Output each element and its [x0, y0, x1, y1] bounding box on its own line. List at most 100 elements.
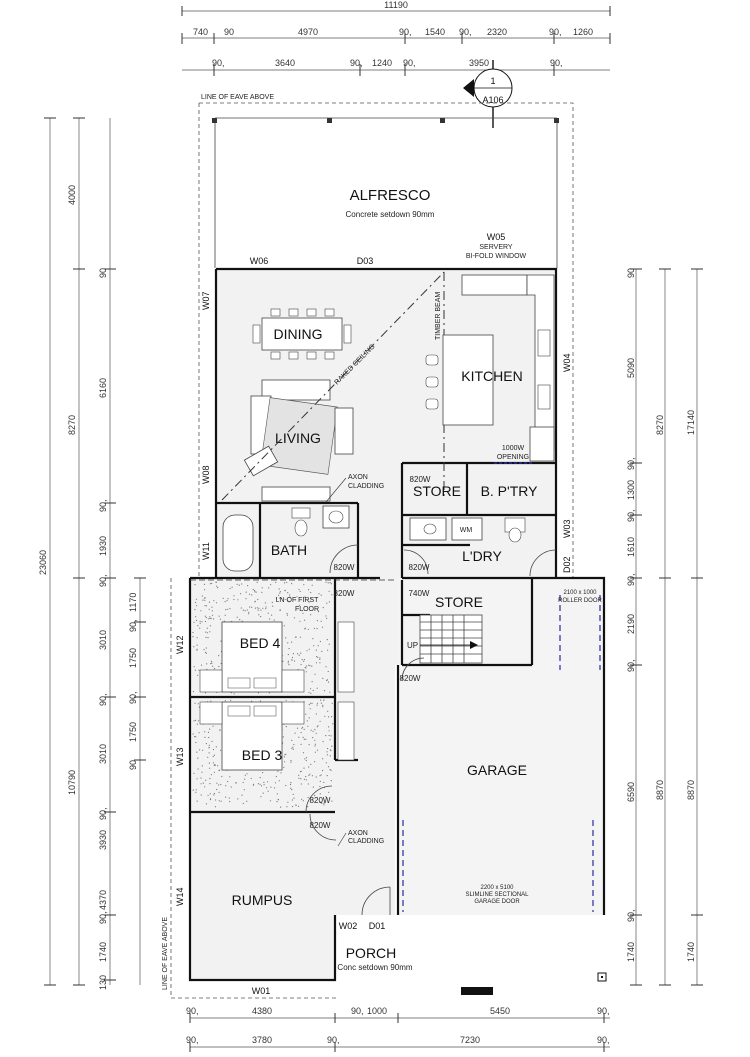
dim-left: 8270	[67, 415, 77, 435]
bifold-window-note: BI-FOLD WINDOW	[466, 253, 527, 260]
dim-right: 1740	[686, 942, 696, 962]
room-label-store-upper: STORE	[413, 483, 461, 499]
dim-top: 1260	[573, 27, 593, 37]
dim-top: 3950	[469, 58, 489, 68]
dim-bottom: 90,	[597, 1035, 610, 1045]
dim-top: 90,	[403, 58, 416, 68]
laundry-fitout	[409, 517, 526, 543]
dim-right: 8870	[655, 780, 665, 800]
dim-top: 90,	[212, 58, 225, 68]
dim-top: 3640	[275, 58, 295, 68]
garage-door-note-2: SLIMLINE SECTIONAL	[465, 892, 529, 898]
section-marker	[463, 60, 513, 128]
dim-right: 90,	[626, 573, 636, 586]
first-floor-note-2: FLOOR	[295, 606, 319, 613]
dim-bottom: 90,	[351, 1006, 364, 1016]
porch-note: Conc setdown 90mm	[337, 963, 412, 972]
opening-note: 1000W	[502, 445, 525, 452]
dim-left: 1750	[128, 648, 138, 668]
living-furniture	[243, 379, 354, 502]
room-label-store-lower: STORE	[435, 594, 483, 610]
dim-right: 1610	[626, 537, 636, 557]
room-label-rumpus: RUMPUS	[232, 892, 293, 908]
dim-bottom: 90,	[186, 1006, 199, 1016]
axon-cladding-note: AXON	[348, 830, 368, 837]
dim-right: 2190	[626, 614, 636, 634]
dim-top: 90,	[459, 27, 472, 37]
dim-right: 90,	[626, 659, 636, 672]
dim-left: 1930	[98, 536, 108, 556]
servery-note: SERVERY	[479, 244, 513, 251]
dim-left: 90,	[98, 693, 108, 706]
bath-fitout	[222, 505, 350, 572]
washing-machine-label: WM	[460, 527, 473, 534]
dim-left: 10790	[67, 770, 77, 795]
dim-left: 90,	[98, 807, 108, 820]
dim-right: 90,	[626, 509, 636, 522]
dim-bottom: 3780	[252, 1035, 272, 1045]
room-label-porch: PORCH	[346, 945, 397, 961]
room-label-dining: DINING	[274, 326, 323, 342]
opening-note-2: OPENING	[497, 454, 529, 461]
door-width: 820W	[310, 796, 331, 805]
kitchen-fitout	[425, 274, 555, 462]
room-label-bed4: BED 4	[240, 635, 281, 651]
roller-door-note: 2100 x 1000	[563, 590, 597, 596]
axon-cladding-note-2: CLADDING	[348, 483, 384, 490]
dim-left: 1750	[128, 722, 138, 742]
dim-overall-width: 11190	[384, 0, 408, 10]
dim-left: 90,	[128, 619, 138, 632]
dim-bottom: 1000	[367, 1006, 387, 1016]
eave-line	[199, 102, 574, 578]
section-marker-sheet: A106	[482, 95, 503, 105]
garage-door-note-3: GARAGE DOOR	[474, 899, 520, 905]
dim-top: 90	[224, 27, 234, 37]
door-width: 820W	[400, 674, 421, 683]
door-width: 820W	[334, 589, 355, 598]
dim-left: 6160	[98, 378, 108, 398]
dim-top: 740	[193, 27, 208, 37]
axon-cladding-note-2: CLADDING	[348, 838, 384, 845]
roller-door-note-2: ROLLER DOOR	[558, 598, 602, 604]
alfresco-note: Concrete setdown 90mm	[346, 210, 435, 219]
timber-beam-note: TIMBER BEAM	[435, 292, 442, 340]
dim-right: 1300	[626, 480, 636, 500]
window-code-w05: W05	[487, 232, 506, 242]
dim-left: 90,	[128, 691, 138, 704]
room-label-garage: GARAGE	[467, 762, 527, 778]
dim-top: 1240	[372, 58, 392, 68]
dim-left: 1170	[128, 593, 138, 612]
dim-left: 4000	[67, 185, 77, 205]
bottom-dimension-lines	[189, 1013, 610, 1052]
window-code-w01: W01	[252, 986, 271, 996]
room-label-living: LIVING	[275, 430, 321, 446]
room-label-alfresco: ALFRESCO	[350, 187, 431, 204]
window-code-w11: W11	[201, 542, 211, 560]
axon-cladding-note: AXON	[348, 474, 368, 481]
dim-bottom: 4380	[252, 1006, 272, 1016]
dim-bottom: 90,	[327, 1035, 340, 1045]
dim-right: 8870	[686, 780, 696, 800]
dim-left: 90,	[98, 911, 108, 924]
door-width: 820W	[409, 563, 430, 572]
window-code-w12: W12	[175, 635, 185, 654]
staircase	[419, 614, 483, 664]
dim-right-overall: 17140	[686, 410, 696, 435]
dim-left: 3930	[98, 830, 108, 850]
window-code-w13: W13	[175, 747, 185, 766]
dim-right: 90	[626, 268, 636, 278]
room-label-kitchen: KITCHEN	[461, 368, 522, 384]
window-code-w07: W07	[201, 291, 211, 310]
dim-left: 90,	[98, 574, 108, 587]
room-label-laundry: L'DRY	[462, 548, 502, 564]
eave-label-lower: LINE OF EAVE ABOVE	[162, 917, 169, 990]
exterior-walls	[188, 267, 606, 982]
door-width: 740W	[409, 589, 430, 598]
door-code-d03: D03	[357, 256, 374, 266]
dim-top: 90,	[549, 27, 562, 37]
dim-top: 90,	[550, 58, 563, 68]
window-code-w04: W04	[562, 353, 572, 372]
dim-left: 4370	[98, 890, 108, 910]
left-dimension-lines	[44, 117, 146, 986]
